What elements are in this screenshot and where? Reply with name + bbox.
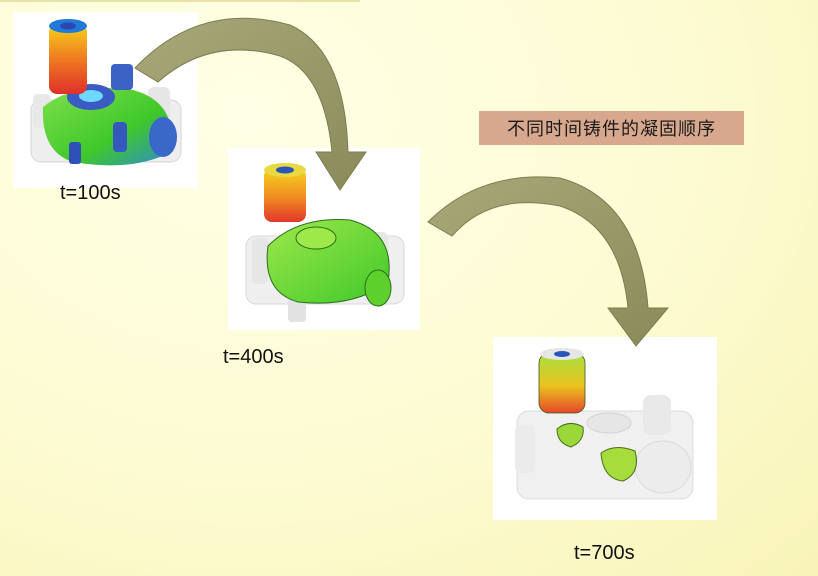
arrow-icon-2 xyxy=(427,176,670,347)
time-label-t700: t=700s xyxy=(574,542,635,564)
time-label-t400: t=400s xyxy=(223,346,284,368)
casting-render-t100 xyxy=(30,19,182,166)
solidification-sequence-banner: 不同时间铸件的凝固顺序 xyxy=(479,111,744,145)
casting-render-t400 xyxy=(245,163,405,322)
casting-render-t700 xyxy=(515,348,694,500)
casting-image-t100 xyxy=(13,12,198,188)
casting-image-t400 xyxy=(228,148,420,330)
top-divider-line xyxy=(0,0,360,2)
casting-image-t700 xyxy=(493,337,717,520)
time-label-t100: t=100s xyxy=(60,182,121,204)
